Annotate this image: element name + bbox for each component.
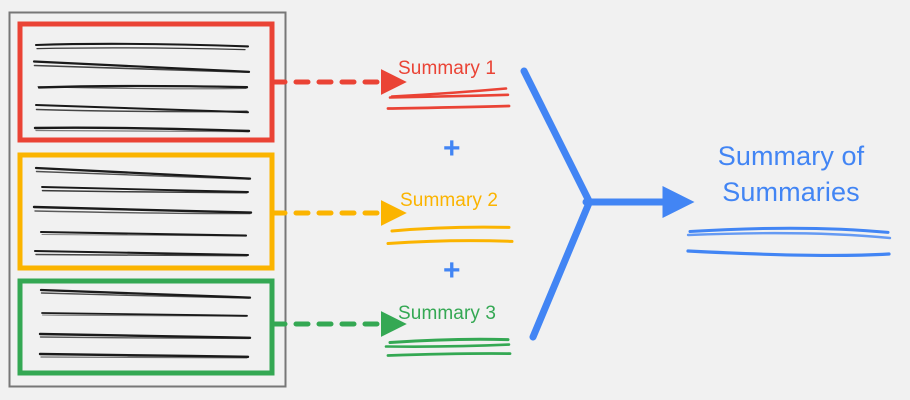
plus-operator-2: +: [443, 254, 461, 287]
document-green-text-lines: [38, 288, 252, 359]
summary-2-scribbles: [386, 225, 514, 245]
document-amber-text-lines: [32, 166, 253, 257]
document-red-text-lines: [32, 42, 251, 133]
final-summary-label: Summary of Summaries: [700, 138, 882, 210]
document-red-border: [17, 21, 275, 143]
converging-arrow-top-branch: [520, 67, 593, 205]
summary-1-scribbles: [386, 87, 511, 110]
document-red[interactable]: [17, 21, 275, 143]
converging-arrow: [520, 67, 695, 341]
summary-2-label: Summary 2: [400, 190, 499, 211]
document-stack-frame: [8, 11, 287, 388]
final-summary-scribbles: [686, 226, 892, 258]
summary-3-label: Summary 3: [398, 303, 497, 324]
summary-3-scribbles: [384, 337, 512, 357]
final-summary-line-2: Summaries: [722, 177, 860, 207]
plus-operator-1: +: [443, 132, 461, 165]
document-green[interactable]: [17, 278, 275, 376]
summary-1-label: Summary 1: [398, 58, 497, 79]
converging-arrow-bottom-branch: [529, 199, 593, 341]
final-summary-line-1: Summary of: [717, 141, 865, 171]
document-amber[interactable]: [17, 152, 275, 271]
document-green-border: [17, 278, 275, 376]
